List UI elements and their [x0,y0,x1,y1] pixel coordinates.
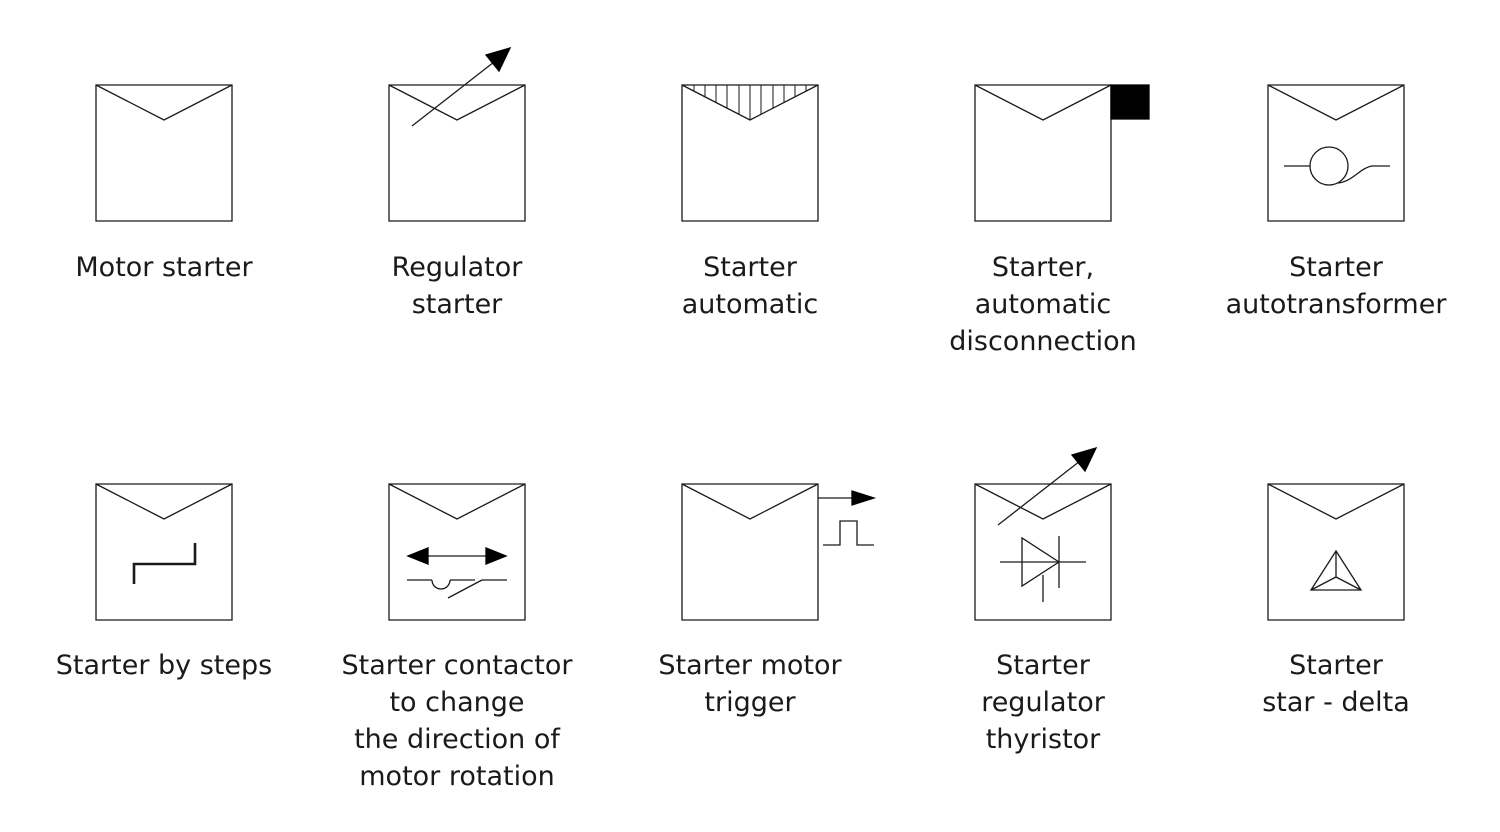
label-starter-star-delta: Starter star - delta [1262,650,1410,718]
label-motor-starter: Motor starter [75,252,253,283]
label-starter-auto-disconnect: Starter, automatic disconnection [949,252,1137,357]
label-starter-automatic: Starter automatic [681,252,819,320]
starter-regulator-thyristor-symbol [975,448,1111,620]
label-starter-regulator-thyristor: Starter regulator thyristor [981,650,1105,755]
label-starter-by-steps: Starter by steps [55,650,273,681]
label-starter-motor-trigger: Starter motor trigger [658,650,842,718]
starter-autotransformer-symbol [1268,85,1404,221]
label-starter-contactor: Starter contactor to change the directio… [341,650,573,792]
starter-contactor-symbol [389,484,525,620]
label-starter-autotransformer: Starter autotransformer [1225,252,1447,320]
starter-star-delta-symbol [1268,484,1404,620]
regulator-starter-symbol [389,48,525,221]
starter-by-steps-symbol [96,484,232,620]
starter-motor-trigger-symbol [682,484,874,620]
label-regulator-starter: Regulator starter [391,252,523,320]
starter-automatic-symbol [682,85,818,221]
starter-auto-disconnect-symbol [975,85,1149,221]
motor-starter-symbol [96,85,232,221]
